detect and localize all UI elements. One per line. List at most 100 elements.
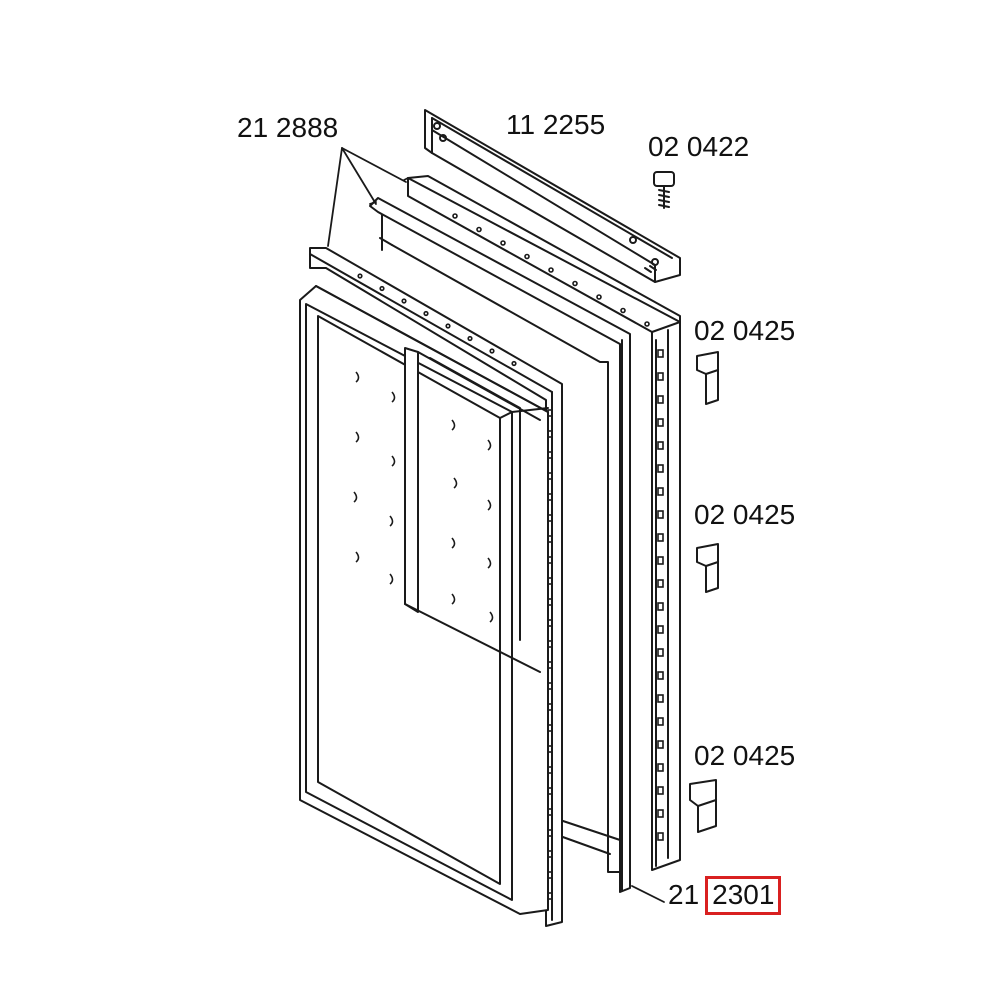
rear-panel-hole [548,267,554,273]
gasket-top-hole [401,298,407,304]
shelf-hook [353,491,358,503]
gasket-tooth [547,745,553,753]
gasket-tooth [547,472,553,480]
gasket-tooth [547,409,553,417]
callout-020425-bottom: 02 0425 [694,742,795,770]
gasket-tooth [547,724,553,732]
gasket-tooth [547,430,553,438]
rear-panel-slot [657,740,664,749]
rear-panel-slot [657,579,664,588]
label-door-prefix: 21 [668,879,700,910]
rear-panel-slot [657,487,664,496]
rear-panel-hole [572,280,578,287]
gasket-tooth [547,703,553,711]
top-bar-part [424,109,681,283]
gasket-top-hole [511,360,517,367]
hinge-bracket-bottom [689,779,717,833]
gasket-top-hole [489,348,495,354]
hinge-bracket-middle [696,543,719,593]
rear-panel-slot [657,809,664,818]
rear-panel-hole [644,321,650,327]
rear-panel-slot [657,441,664,450]
shelf-hook [391,455,396,467]
rear-panel-slot [657,372,664,381]
label-top-bar: 11 2255 [506,109,606,140]
label-gasket-frame: 21 2888 [237,112,339,143]
gasket-tooth [547,850,553,858]
gasket-top-hole [357,273,363,279]
shelf-hook [389,573,394,585]
shelf-hook [487,557,492,569]
rear-panel-slot [657,763,664,772]
callout-112255: 11 2255 [506,111,605,139]
shelf-hook [489,611,494,623]
shelf-hook [355,371,360,383]
gasket-tooth [547,682,553,690]
rear-panel-hole [500,240,506,246]
gasket-top-hole [467,335,473,342]
shelf-hook [451,537,456,549]
rear-panel-slot [657,418,664,427]
screw-part [653,171,675,209]
rear-panel-slot [657,648,664,657]
callout-212888: 21 2888 [237,114,338,142]
leader-lines [327,147,665,903]
gasket-top-hole [379,285,385,292]
gasket-tooth [547,451,553,459]
gasket-top-hole [445,323,451,329]
shelf-hook [487,439,492,451]
rear-panel-slot [657,832,664,841]
shelf-hook [355,551,360,563]
hole-marks [317,213,664,900]
label-hinge-bottom: 02 0425 [694,740,796,771]
rear-panel-slot [657,349,664,358]
gasket-top-hole [423,310,429,317]
gasket-tooth [547,787,553,795]
shelf-hook [453,477,458,489]
label-hinge-middle: 02 0425 [694,499,796,530]
shelf-hook [487,499,492,511]
callout-020425-top: 02 0425 [694,317,795,345]
gasket-tooth [547,640,553,648]
gasket-tooth [547,598,553,606]
label-screw: 02 0422 [648,131,750,162]
label-door-number-highlight[interactable]: 2301 [705,876,782,915]
rear-panel-slot [657,395,664,404]
rear-panel-slot [657,625,664,634]
gasket-tooth [547,871,553,879]
shelf-hook [355,431,360,443]
rear-panel-hole [524,253,530,260]
gasket-tooth [547,493,553,501]
rear-panel-hole [476,226,482,233]
shelf-hook [389,515,394,527]
rear-panel-slot [657,464,664,473]
gasket-tooth [547,619,553,627]
gasket-tooth [547,556,553,564]
hinge-bracket-top [696,351,719,405]
label-hinge-top: 02 0425 [694,315,796,346]
rear-panel-slot [657,786,664,795]
rear-panel-slot [657,671,664,680]
shelf-hook [451,593,456,605]
gasket-tooth [547,892,553,900]
gasket-tooth [547,514,553,522]
rear-panel-slot [657,510,664,519]
gasket-tooth [547,535,553,543]
gasket-tooth [547,577,553,585]
rear-panel-slot [657,533,664,542]
gasket-tooth [547,661,553,669]
rear-panel-hole [596,294,602,300]
rear-door-panel [407,175,681,871]
shelf-hook [391,391,396,403]
rear-panel-slot [657,556,664,565]
gasket-tooth [547,766,553,774]
rear-panel-slot [657,694,664,703]
rear-panel-hole [452,213,458,219]
gasket-frame-back [369,197,631,893]
shelf-hook [451,419,456,431]
callout-020425-middle: 02 0425 [694,501,795,529]
rear-panel-slot [657,602,664,611]
